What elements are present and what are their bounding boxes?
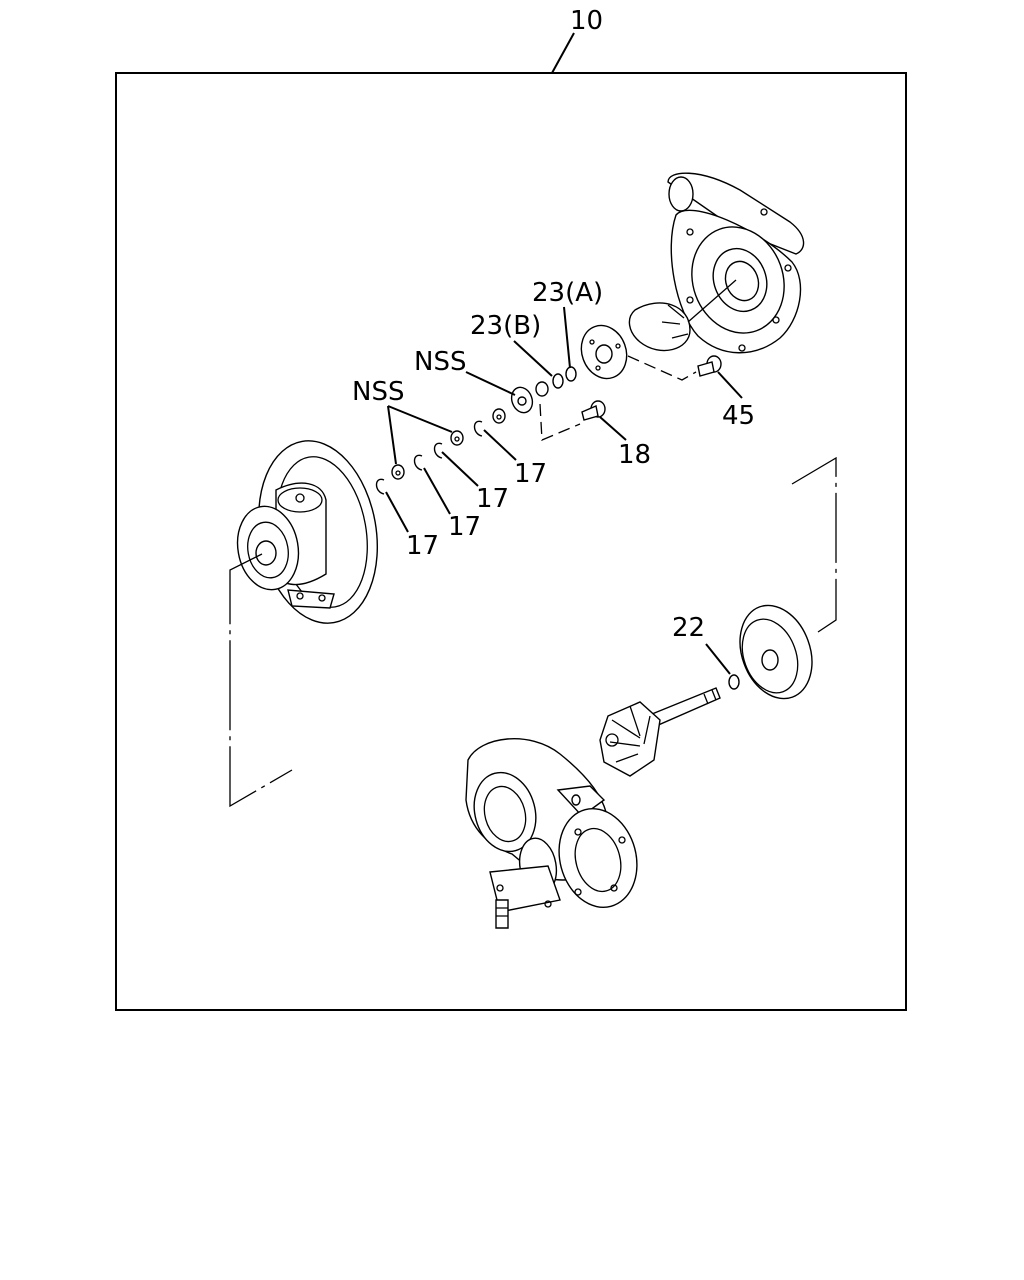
label-17-d: 17 — [406, 531, 439, 561]
leader-nss-upper — [465, 371, 516, 396]
leader-17-d — [385, 491, 409, 533]
leader-nss-lower-a — [387, 405, 453, 433]
heat-shield — [739, 604, 813, 700]
compressor-wheel — [628, 279, 737, 352]
label-10: 10 — [570, 6, 603, 36]
leader-18 — [599, 416, 627, 441]
snap-ring-mid-b — [413, 454, 423, 471]
guide-right — [791, 456, 837, 633]
compressor-housing — [667, 172, 805, 354]
leader-17-b — [441, 451, 479, 487]
o-ring-23a — [565, 366, 577, 382]
bearing-lower — [391, 464, 405, 480]
leader-22 — [705, 643, 731, 675]
bearing-mid — [450, 430, 464, 446]
label-17-b: 17 — [476, 484, 509, 514]
leader-23a — [563, 306, 571, 369]
leader-nss-lower-b — [387, 405, 397, 465]
guide-45 — [627, 355, 697, 381]
bolt-18 — [581, 400, 606, 421]
label-nss-upper: NSS — [414, 347, 466, 377]
turbine-housing — [465, 738, 638, 929]
snap-ring-mid-a — [433, 442, 443, 459]
leader-23b — [513, 340, 553, 377]
label-22: 22 — [672, 613, 705, 643]
leader-17-c — [423, 467, 451, 515]
label-17-c: 17 — [448, 512, 481, 542]
snap-ring-lower — [375, 478, 385, 495]
piston-ring-22 — [728, 674, 740, 690]
o-ring-23b — [552, 373, 564, 389]
seal-plate — [580, 324, 628, 380]
thrust-collar — [510, 381, 549, 414]
snap-ring-upper-a — [473, 420, 483, 437]
guide-left — [229, 553, 293, 808]
label-23b: 23(B) — [470, 311, 541, 341]
turbine-wheel-shaft — [599, 687, 721, 777]
label-18: 18 — [618, 440, 651, 470]
label-nss-lower: NSS — [352, 377, 404, 407]
leader-17-a — [483, 429, 517, 461]
bearing-upper — [492, 408, 506, 424]
label-45: 45 — [722, 401, 755, 431]
leader-10 — [551, 32, 575, 74]
center-bearing-housing — [236, 440, 379, 624]
label-23a: 23(A) — [532, 278, 603, 308]
leader-45 — [717, 371, 743, 399]
assembly-frame — [115, 72, 907, 1011]
guide-18 — [539, 403, 581, 441]
bolt-45 — [697, 355, 722, 377]
label-17-a: 17 — [514, 459, 547, 489]
